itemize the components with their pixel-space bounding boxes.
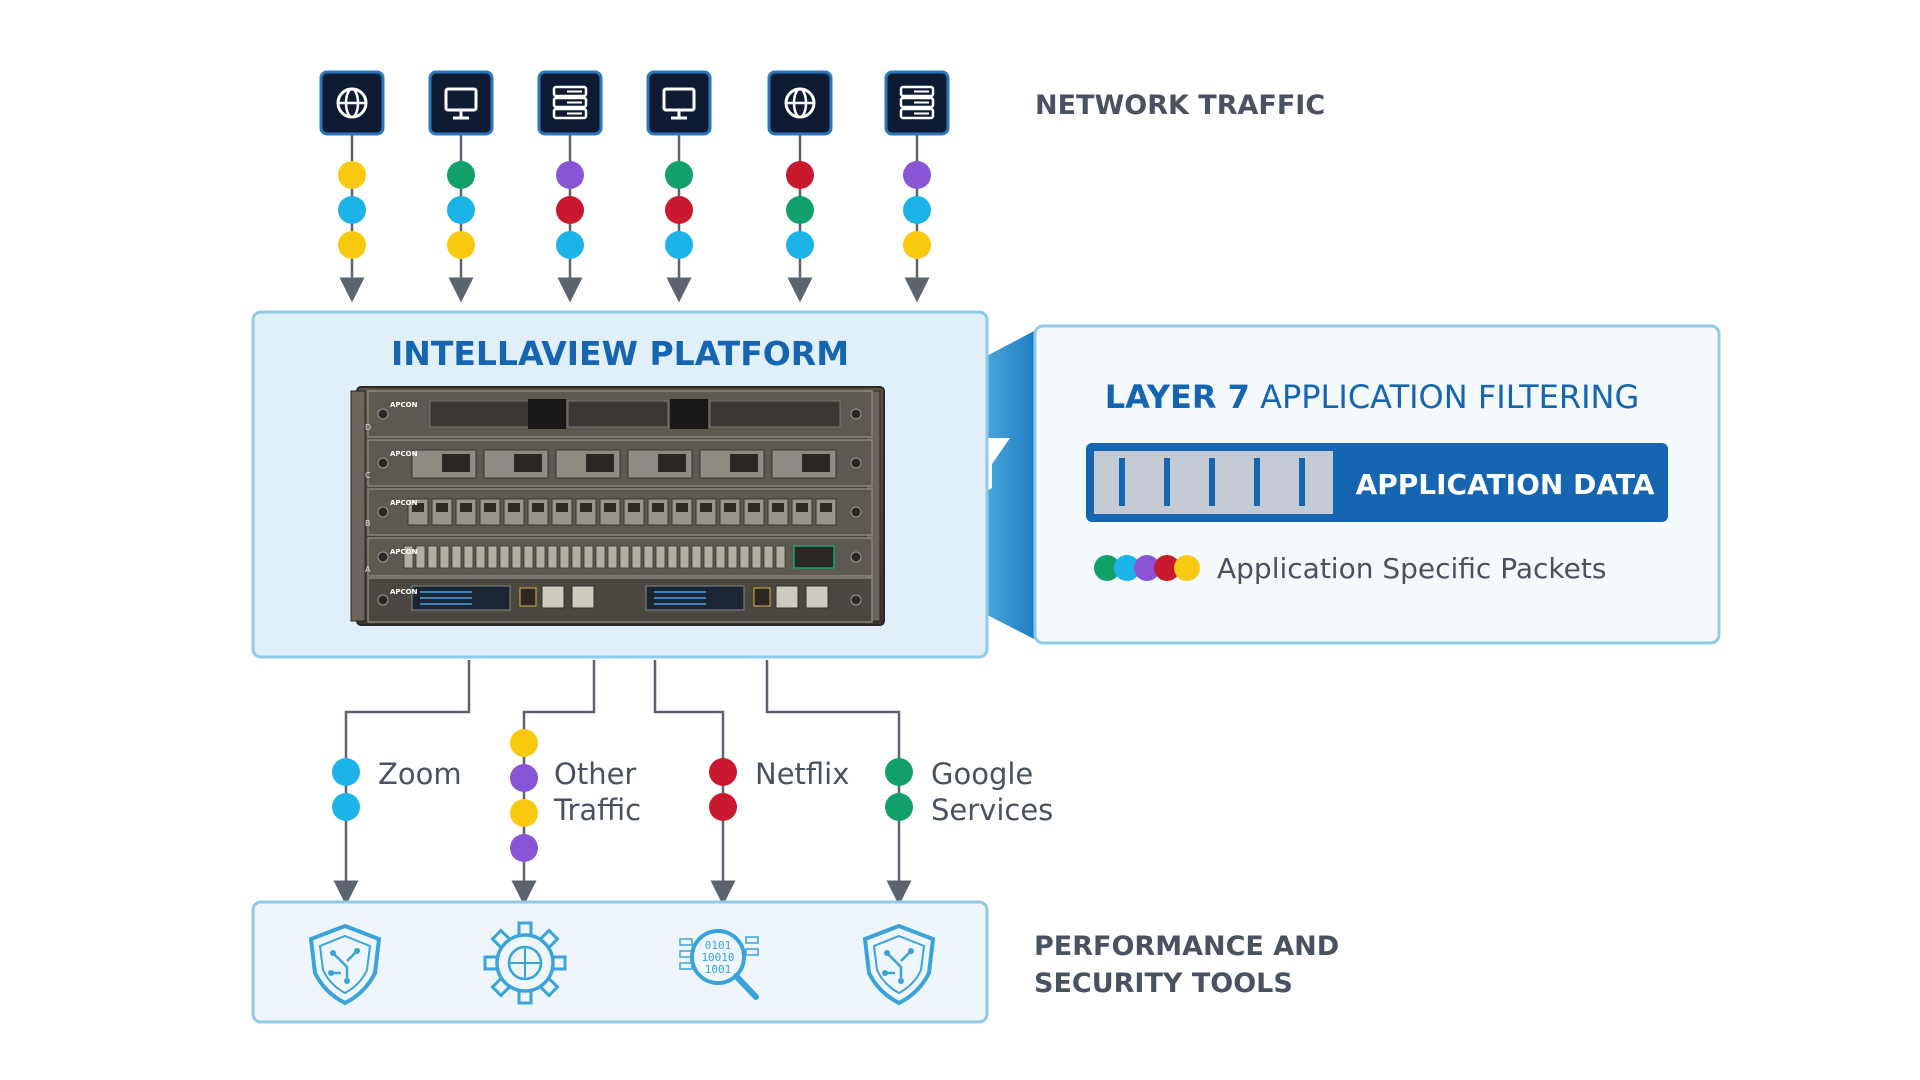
gear-circuit-icon [483, 921, 567, 1005]
packet-green [1094, 555, 1120, 581]
packet-cyan [1114, 555, 1140, 581]
traffic-source-5 [767, 70, 833, 303]
packet-red [709, 758, 737, 786]
traffic-source-4 [646, 70, 712, 303]
packet-cyan [332, 793, 360, 821]
output-route-1: Zoom [332, 660, 471, 906]
svg-text:1001: 1001 [705, 963, 732, 976]
traffic-source-3 [537, 70, 603, 303]
packet-yellow [510, 799, 538, 827]
application-packets-label: Application Specific Packets [1217, 552, 1606, 585]
traffic-source-2 [428, 70, 494, 303]
application-packets-legend [1094, 555, 1200, 581]
svg-text:10010: 10010 [701, 951, 734, 964]
chassis-brand-label: APCON [390, 499, 418, 507]
output-label: Services [931, 793, 1053, 827]
packet-yellow [903, 231, 931, 259]
shield-circuit-icon [308, 923, 382, 1006]
packet-cyan [447, 196, 475, 224]
filtering-title-bold: LAYER 7 [1105, 378, 1250, 416]
chassis-brand-label: APCON [390, 588, 418, 596]
network-traffic-title: NETWORK TRAFFIC [1035, 90, 1325, 121]
packet-yellow [1174, 555, 1200, 581]
packet-purple [510, 834, 538, 862]
packet-cyan [556, 231, 584, 259]
tools-title-line-1: PERFORMANCE AND [1034, 931, 1339, 962]
slot-label: B [365, 519, 371, 528]
slot-label: A [365, 565, 371, 574]
packet-cyan [332, 758, 360, 786]
chassis-brand-label: APCON [390, 548, 418, 556]
svg-text:0101: 0101 [705, 939, 732, 952]
packet-cyan [665, 231, 693, 259]
tools-panel [251, 900, 989, 1024]
traffic-sources [319, 70, 950, 303]
packet-yellow [510, 729, 538, 757]
apcon-chassis: D C B A APCON APCON APCON APCON APCON [350, 386, 885, 626]
packet-purple [903, 161, 931, 189]
packet-green [786, 196, 814, 224]
shield-circuit-icon [862, 923, 936, 1006]
packet-cyan [338, 196, 366, 224]
packet-red [665, 196, 693, 224]
traffic-source-6 [884, 70, 950, 303]
slot-label: D [365, 423, 371, 432]
packet-green [885, 793, 913, 821]
packet-yellow [338, 231, 366, 259]
packet-cyan [786, 231, 814, 259]
output-label: Traffic [553, 793, 641, 827]
packet-green [665, 161, 693, 189]
platform-title: INTELLAVIEW PLATFORM [391, 334, 849, 373]
packet-red [1154, 555, 1180, 581]
tools-title-line-2: SECURITY TOOLS [1034, 968, 1293, 999]
chassis-brand-label: APCON [390, 450, 418, 458]
output-label: Zoom [378, 757, 462, 791]
filtering-title: LAYER 7 APPLICATION FILTERING [1105, 378, 1640, 416]
filtering-title-rest: APPLICATION FILTERING [1250, 378, 1639, 416]
packet-green [885, 758, 913, 786]
packet-purple [1134, 555, 1160, 581]
packet-purple [510, 764, 538, 792]
application-data-segments [1119, 458, 1305, 506]
output-route-3: Netflix [653, 660, 849, 906]
packet-red [786, 161, 814, 189]
chassis-brand-label: APCON [390, 401, 418, 409]
slot-label: C [365, 471, 371, 480]
packet-purple [556, 161, 584, 189]
packet-cyan [903, 196, 931, 224]
monitor-icon [646, 70, 712, 136]
output-label: Google [931, 757, 1033, 791]
output-label: Netflix [755, 757, 849, 791]
application-data-label: APPLICATION DATA [1356, 468, 1655, 501]
traffic-source-1 [319, 70, 385, 303]
output-label: Other [554, 757, 636, 791]
packet-yellow [338, 161, 366, 189]
packet-yellow [447, 231, 475, 259]
packet-green [447, 161, 475, 189]
packet-red [556, 196, 584, 224]
tools-title: PERFORMANCE AND SECURITY TOOLS [1034, 931, 1349, 999]
monitor-icon [428, 70, 494, 136]
packet-red [709, 793, 737, 821]
